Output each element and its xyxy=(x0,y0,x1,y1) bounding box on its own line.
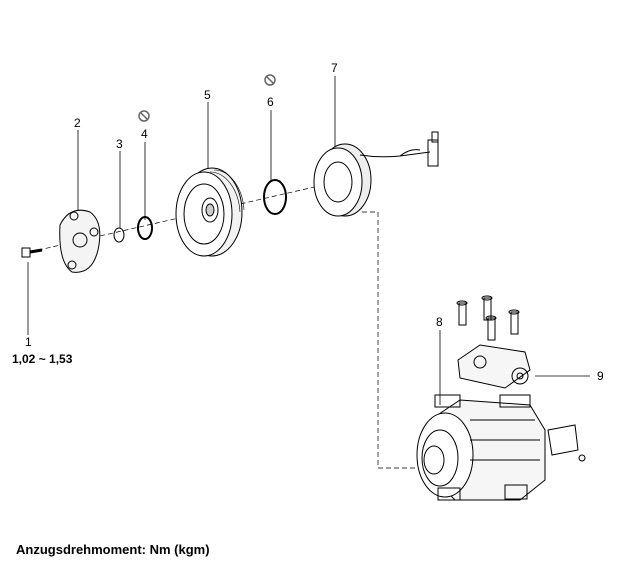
callout-4: 4 xyxy=(141,127,148,141)
pulley xyxy=(175,167,245,257)
leader-lines xyxy=(27,76,590,405)
alignment-line xyxy=(362,211,415,469)
callout-2: 2 xyxy=(74,116,81,130)
prohibition-icon xyxy=(264,74,276,86)
field-coil xyxy=(313,131,439,217)
snap-ring xyxy=(263,179,287,215)
pressure-plate xyxy=(59,209,101,273)
bracket xyxy=(547,424,586,462)
compressor-bolts xyxy=(456,295,520,341)
shim xyxy=(113,227,125,243)
callout-3: 3 xyxy=(116,137,123,151)
pressure-valve-cover xyxy=(457,344,531,389)
torque-value: 1,02 ~ 1,53 xyxy=(12,352,73,366)
torque-legend: Anzugsdrehmoment: Nm (kgm) xyxy=(16,542,210,557)
compressor xyxy=(416,394,546,501)
callout-9: 9 xyxy=(597,369,604,383)
callout-8: 8 xyxy=(436,315,443,329)
prohibition-icon xyxy=(138,110,150,122)
callout-7: 7 xyxy=(331,61,338,75)
callout-5: 5 xyxy=(204,88,211,102)
snap-ring xyxy=(137,216,153,240)
bolt xyxy=(21,247,43,258)
callout-6: 6 xyxy=(267,95,274,109)
callout-1: 1 xyxy=(25,335,32,349)
